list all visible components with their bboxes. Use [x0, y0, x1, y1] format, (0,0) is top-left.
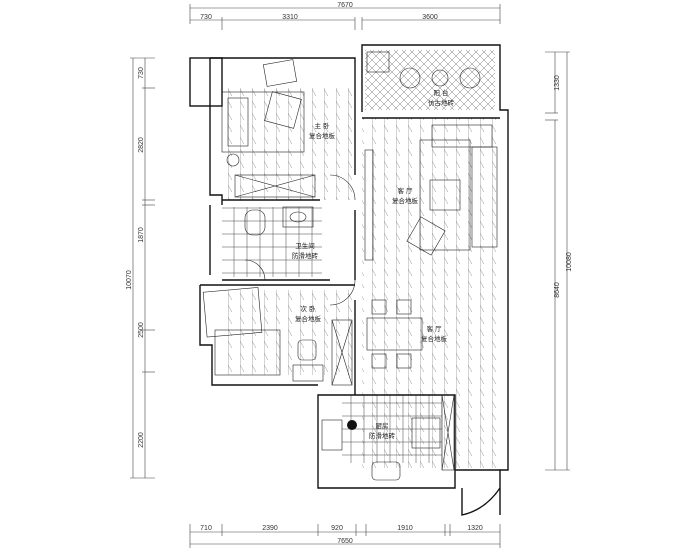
- kitchen-name: 厨房: [376, 421, 389, 430]
- wardrobe: [234, 174, 316, 198]
- left-seg-label: 2200: [138, 432, 145, 448]
- master-bedroom-floor: [222, 88, 355, 200]
- balcony-floor: [365, 50, 495, 110]
- plant: [347, 420, 357, 430]
- living-room-name: 客 厅: [397, 186, 413, 195]
- fridge: [411, 417, 441, 449]
- second-bed: [214, 329, 281, 376]
- left-seg-label: 2500: [138, 322, 145, 338]
- master-bed: [221, 91, 305, 153]
- bottom-seg-label: 920: [331, 525, 343, 532]
- bottom-seg-label: 2390: [262, 525, 278, 532]
- left-seg-label: 1870: [138, 227, 145, 243]
- basin: [282, 206, 314, 228]
- balcony-chair: [399, 67, 421, 89]
- bottom-seg-label: 1320: [467, 525, 483, 532]
- bottom-dimension: 710 2390 920 1910 1320 7650: [189, 524, 501, 548]
- balcony-floor-label: 仿古地砖: [428, 98, 455, 107]
- left-total-label: 10070: [126, 270, 133, 290]
- bottom-total-label: 7650: [337, 538, 353, 545]
- dining-room-floor-label: 复合地板: [421, 334, 448, 343]
- bottom-seg-label: 1910: [397, 525, 413, 532]
- armchair: [406, 216, 446, 256]
- kitchen-floor-label: 防滑地砖: [369, 431, 396, 440]
- right-seg-label: 8640: [554, 282, 561, 298]
- sink: [321, 419, 343, 451]
- bottom-seg-label: 710: [200, 525, 212, 532]
- left-dimension: 10070 730 2820 1870 2500 2200: [126, 57, 155, 479]
- bathroom-floor-label: 防滑地砖: [292, 251, 319, 260]
- dining-room-name: 客 厅: [426, 324, 442, 333]
- top-seg-label: 730: [200, 14, 212, 21]
- rug: [419, 139, 471, 251]
- right-total-label: 10080: [566, 252, 573, 272]
- coffee-table: [429, 179, 461, 211]
- left-seg-label: 730: [138, 67, 145, 79]
- sofa: [471, 146, 498, 248]
- sofa-back: [431, 124, 493, 148]
- top-seg-label: 3310: [282, 14, 298, 21]
- room-labels: 主 卧 复合地板 阳 台 仿古地砖 客 厅 复合地板 卫生间 防滑地砖 次 卧 …: [292, 88, 455, 440]
- living-room-floor-label: 复合地板: [392, 196, 419, 205]
- balcony-name: 阳 台: [433, 88, 448, 97]
- right-seg-label: 1330: [554, 75, 561, 91]
- second-bedroom-name: 次 卧: [300, 304, 316, 313]
- furniture: [202, 51, 498, 481]
- top-dimension: 7670 730 3310 3600: [189, 2, 501, 30]
- top-total-label: 7670: [337, 2, 353, 9]
- stove: [371, 461, 401, 481]
- top-seg-label: 3600: [422, 14, 438, 21]
- washing-machine: [366, 51, 390, 73]
- toilet: [244, 209, 266, 236]
- second-bedroom-floor-label: 复合地板: [295, 314, 322, 323]
- right-dimension: 1330 8640 10080: [545, 51, 573, 471]
- kitchen-floor: [342, 395, 442, 463]
- dining-table: [366, 317, 423, 351]
- left-seg-label: 2820: [138, 137, 145, 153]
- walls: [189, 44, 509, 516]
- master-bedroom-name: 主 卧: [314, 121, 330, 130]
- master-bedroom-floor-label: 复合地板: [309, 131, 336, 140]
- bathroom-name: 卫生间: [295, 241, 315, 250]
- second-bedroom-floor: [222, 290, 352, 375]
